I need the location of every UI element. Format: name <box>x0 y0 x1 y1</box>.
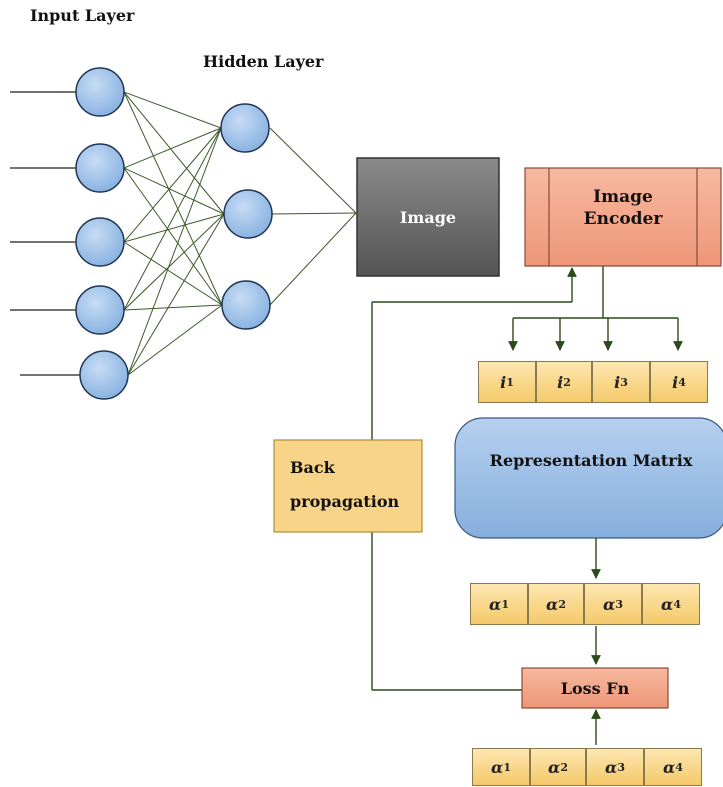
network-edge <box>127 213 225 376</box>
input-node <box>75 285 125 335</box>
vector-cell-subscript: 1 <box>501 597 509 611</box>
network-edges <box>123 91 225 376</box>
hidden-layer-nodes <box>220 103 273 330</box>
network-edge <box>123 91 223 306</box>
vector-cell-subscript: 1 <box>506 375 514 389</box>
input-layer-nodes <box>75 67 129 400</box>
image-box-label: Image <box>399 207 457 227</box>
vector-cell-symbol: α <box>489 594 502 614</box>
network-edge <box>127 127 222 376</box>
image-box-shape <box>356 157 500 277</box>
vector-cell-subscript: 4 <box>678 375 686 389</box>
hidden-to-image-lines <box>269 127 357 306</box>
vector-cell-subscript: 4 <box>675 760 683 774</box>
vector-cell-symbol: α <box>661 594 674 614</box>
vector-cell-subscript: 3 <box>615 597 623 611</box>
vector-cell-symbol: i <box>614 372 621 392</box>
network-edge <box>123 167 225 215</box>
image-box: Image <box>357 158 499 276</box>
vector-cell-subscript: 3 <box>617 760 625 774</box>
network-edge <box>123 213 225 243</box>
vector-cell-subscript: 3 <box>620 375 628 389</box>
back-propagation-box: Back propagation <box>290 448 410 522</box>
network-edge <box>123 127 222 311</box>
vector-cell-subscript: 2 <box>563 375 571 389</box>
input-layer-label: Input Layer <box>30 6 135 25</box>
image-encoder-label-1: Image <box>593 187 653 207</box>
loss-fn-label: Loss Fn <box>560 678 630 698</box>
vector-cell-symbol: α <box>603 594 616 614</box>
vector-cell-symbol: α <box>663 757 676 777</box>
hidden-node <box>221 280 271 330</box>
network-edge <box>123 213 225 311</box>
vector-cell-symbol: α <box>605 757 618 777</box>
representation-matrix-shape <box>454 417 723 539</box>
network-edge <box>123 91 225 215</box>
network-edge <box>123 127 222 243</box>
vector-cell-subscript: 2 <box>558 597 566 611</box>
input-node <box>79 350 129 400</box>
vector-cell-symbol: i <box>672 372 679 392</box>
network-edge <box>123 241 223 306</box>
representation-matrix-label: Representation Matrix <box>489 450 693 470</box>
network-edge <box>123 304 223 311</box>
input-node <box>75 143 125 193</box>
network-edge <box>123 127 222 169</box>
hidden-layer-label: Hidden Layer <box>203 52 324 71</box>
vector-cell-subscript: 4 <box>673 597 681 611</box>
image-encoder-label-2: Encoder <box>583 209 663 229</box>
network-edge <box>127 304 223 376</box>
network-edge <box>123 167 223 306</box>
back-propagation-label-2: propagation <box>290 492 400 511</box>
hidden-node <box>220 103 270 153</box>
image-encoder-shape <box>524 167 722 267</box>
input-node <box>75 217 125 267</box>
encoder-branch-arrows <box>508 266 683 351</box>
back-propagation-label-1: Back <box>290 458 335 477</box>
network-edge <box>123 91 222 129</box>
vector-cell-subscript: 2 <box>560 760 568 774</box>
loss-fn-shape <box>521 667 669 709</box>
vector-cell-symbol: α <box>546 594 559 614</box>
representation-matrix-box: Representation Matrix <box>455 440 723 480</box>
input-lines <box>10 91 80 376</box>
loss-fn-box: Loss Fn <box>522 668 668 708</box>
vector-cell-subscript: 1 <box>503 760 511 774</box>
input-node <box>75 67 125 117</box>
image-encoder-box: Image Encoder <box>549 178 697 238</box>
vector-cell-symbol: i <box>500 372 507 392</box>
hidden-node <box>223 189 273 239</box>
vector-cell-symbol: i <box>557 372 564 392</box>
backprop-path <box>371 267 577 691</box>
vector-cell-symbol: α <box>548 757 561 777</box>
backprop-shape <box>273 439 423 533</box>
vector-cell-symbol: α <box>491 757 504 777</box>
